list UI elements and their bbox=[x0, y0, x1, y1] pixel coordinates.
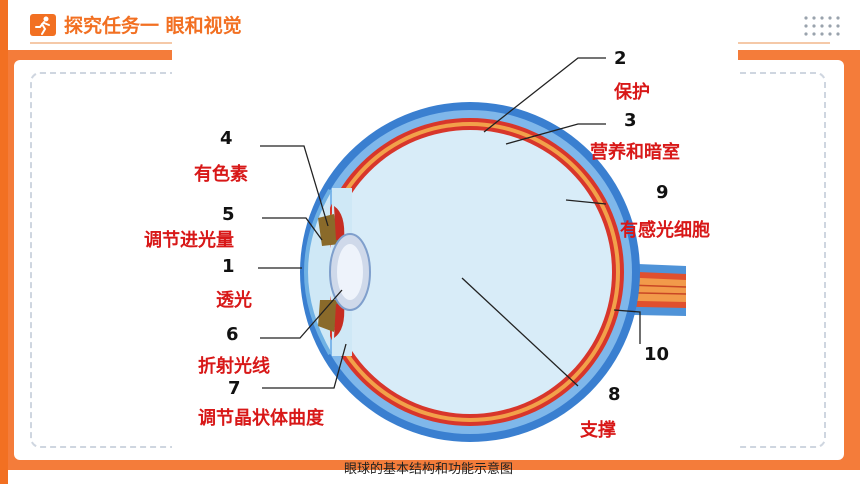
label-function: 营养和暗室 bbox=[590, 142, 680, 163]
lens-core bbox=[337, 244, 363, 300]
label-function: 有色素 bbox=[194, 164, 248, 185]
label-function: 保护 bbox=[614, 82, 650, 103]
label-number: 9 bbox=[656, 182, 669, 203]
label-number: 7 bbox=[228, 378, 241, 399]
label-number: 4 bbox=[220, 128, 233, 149]
label-number: 2 bbox=[614, 48, 627, 69]
label-number: 3 bbox=[624, 110, 637, 131]
label-number: 1 bbox=[222, 256, 235, 277]
ciliary-body-lower bbox=[334, 304, 345, 338]
leader-lines bbox=[258, 57, 641, 389]
label-function: 调节晶状体曲度 bbox=[198, 408, 324, 429]
label-number: 10 bbox=[644, 344, 670, 365]
cornea bbox=[304, 188, 332, 356]
vitreous-body bbox=[328, 130, 612, 414]
label-function: 支撑 bbox=[580, 420, 616, 441]
label-number: 6 bbox=[226, 324, 239, 345]
left-accent-bar bbox=[0, 0, 8, 484]
ciliary-body-upper bbox=[334, 206, 345, 240]
page-title: 探究任务一 眼和视觉 bbox=[64, 15, 242, 37]
label-number: 8 bbox=[608, 384, 621, 405]
label-number: 5 bbox=[222, 204, 235, 225]
label-function: 折射光线 bbox=[198, 356, 270, 377]
dot-grid-decoration bbox=[804, 16, 840, 36]
iris-lower bbox=[318, 300, 340, 332]
label-function: 有感光细胞 bbox=[620, 220, 710, 241]
diagram-caption: 眼球的基本结构和功能示意图 bbox=[344, 462, 514, 477]
running-person-icon bbox=[30, 14, 56, 36]
label-function: 透光 bbox=[216, 290, 252, 311]
label-function: 调节进光量 bbox=[144, 230, 234, 251]
iris-upper bbox=[318, 214, 340, 246]
